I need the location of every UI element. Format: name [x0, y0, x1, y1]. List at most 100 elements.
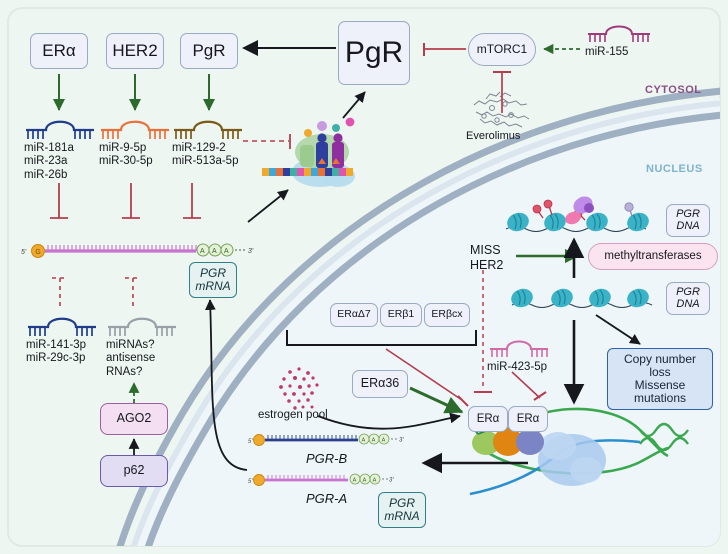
mirna-hairpin-era-group [24, 118, 96, 145]
svg-text:3': 3' [399, 438, 404, 444]
box-ago2[interactable]: AGO2 [100, 403, 168, 435]
unknown-rna-hairpin-icon [108, 317, 176, 336]
svg-text:G: G [35, 249, 40, 256]
five-prime-label-top: 5' [21, 249, 27, 256]
label-mir423: miR-423-5p [487, 361, 548, 373]
svg-text:A: A [224, 248, 229, 255]
pgr-mrna-top-line2: mRNA [195, 279, 231, 293]
mirna-hairpin-unknown-rnas [106, 315, 178, 342]
mirna-hairpin-her2-group [99, 118, 171, 145]
pgr-dna-bottom-line1: PGR [676, 285, 700, 298]
svg-text:A: A [200, 248, 205, 255]
mirna-hairpin-mir155 [586, 23, 652, 48]
zone-label-nucleus: NUCLEUS [646, 163, 703, 175]
label-pgr-a: PGR-A [306, 491, 348, 506]
svg-text:5': 5' [248, 479, 253, 485]
arrow-translation-to-pgr [342, 91, 366, 119]
mir155-hairpin-icon [588, 25, 650, 42]
outcome-line3: Missense [634, 378, 686, 392]
label-her2-mirnas: miR-9-5p miR-30-5p [99, 142, 153, 168]
box-pgr-mrna-bottom: PGR mRNA [378, 492, 426, 528]
box-p62[interactable]: p62 [100, 455, 168, 487]
pgr-mrna-bottom-line1: PGR [388, 496, 415, 511]
box-methyltransferases: methyltransferases [588, 243, 718, 270]
inhibit-pgr-mirnas-mrna [183, 183, 201, 219]
inhibit-variants-eradimer [385, 348, 463, 401]
pgr-dna-top-line2: DNA [676, 219, 700, 232]
svg-text:A: A [362, 438, 366, 444]
her2-mirna-hairpin-icon [101, 120, 169, 139]
box-era36[interactable]: ERα36 [352, 370, 408, 398]
svg-text:A: A [353, 478, 357, 484]
inhibit-her2-mirnas-mrna [122, 183, 140, 219]
era-mirna-hairpin-icon [26, 120, 94, 139]
inhibit-bar-mir423 [533, 391, 547, 401]
label-everolimus: Everolimus [466, 130, 521, 142]
svg-text:A: A [382, 438, 386, 444]
arrow-chromatin-to-outcome [595, 314, 641, 345]
box-pgr-small[interactable]: PgR [180, 33, 238, 69]
mir423-hairpin-icon [490, 340, 548, 357]
label-miss-her2: MISS HER2 [470, 243, 504, 272]
outcome-line2: loss [649, 365, 671, 380]
box-pgr-hub[interactable]: PgR [338, 21, 410, 85]
arrow-era36-to-eradimer [409, 386, 464, 414]
pgr-dna-bottom-line2: DNA [676, 297, 700, 310]
box-pgr-mrna-top: PGR mRNA [189, 262, 237, 298]
inhibit-mir423-eradimer [511, 371, 541, 399]
box-pgr-dna-bottom: PGR DNA [666, 282, 710, 315]
pgr-mrna-top-line1: PGR [199, 266, 226, 281]
arrow-estrogen-to-eradimer [317, 412, 461, 430]
pgr-mirna-hairpin-icon [174, 120, 242, 139]
svg-text:5': 5' [248, 439, 253, 445]
arrow-transcript-to-mrna [204, 299, 248, 471]
three-prime-label-top: 3' [248, 248, 254, 255]
zone-label-cytosol: CYTOSOL [645, 84, 702, 96]
pgr-mrna-bottom-line2: mRNA [384, 509, 420, 523]
box-era[interactable]: ERα [30, 33, 88, 69]
inhibit-mir141-mrna [52, 277, 68, 310]
arrow-mrna-to-translation [247, 189, 289, 223]
inhibit-bar-variants [457, 395, 469, 407]
pgr-dna-top-line1: PGR [676, 207, 700, 220]
box-era-dimer-left[interactable]: ERα [468, 406, 508, 432]
svg-text:3': 3' [389, 478, 394, 484]
box-erb1[interactable]: ERβ1 [380, 303, 422, 327]
svg-text:A: A [212, 248, 217, 255]
outcome-line1: Copy number [623, 352, 697, 367]
box-mtorc1[interactable]: mTORC1 [468, 33, 536, 66]
label-pgr-mirnas: miR-129-2 miR-513a-5p [172, 142, 239, 168]
inhibit-era-mirnas-mrna [50, 183, 68, 219]
label-pgr-b: PGR-B [306, 451, 348, 466]
label-mir155: miR-155 [585, 46, 629, 58]
box-her2[interactable]: HER2 [106, 33, 164, 69]
mirna-hairpin-pgr-group [172, 118, 244, 145]
outcome-line4: mutations [633, 390, 687, 405]
box-era-dimer-right[interactable]: ERα [508, 406, 548, 432]
svg-text:A: A [363, 478, 367, 484]
box-outcome: Copy number loss Missense mutations [607, 348, 713, 410]
label-mir141-group: miR-141-3p miR-29c-3p [26, 339, 87, 365]
svg-text:A: A [372, 438, 376, 444]
svg-text:A: A [373, 478, 377, 484]
box-erbcx[interactable]: ERβcx [424, 303, 470, 327]
mirna-hairpin-mir423 [488, 338, 550, 363]
mirna-hairpin-mir141-group [26, 315, 98, 342]
label-era-mirnas: miR-181a miR-23a miR-26b [24, 142, 74, 181]
box-pgr-dna-top: PGR DNA [666, 204, 710, 237]
bracket-er-variants [286, 330, 477, 346]
poly-a-tail-top: A A A [196, 243, 234, 257]
inhibit-unknown-rnas-mrna [125, 277, 141, 310]
box-era-delta7[interactable]: ERαΔ7 [330, 303, 378, 327]
mir141-hairpin-icon [28, 317, 96, 336]
